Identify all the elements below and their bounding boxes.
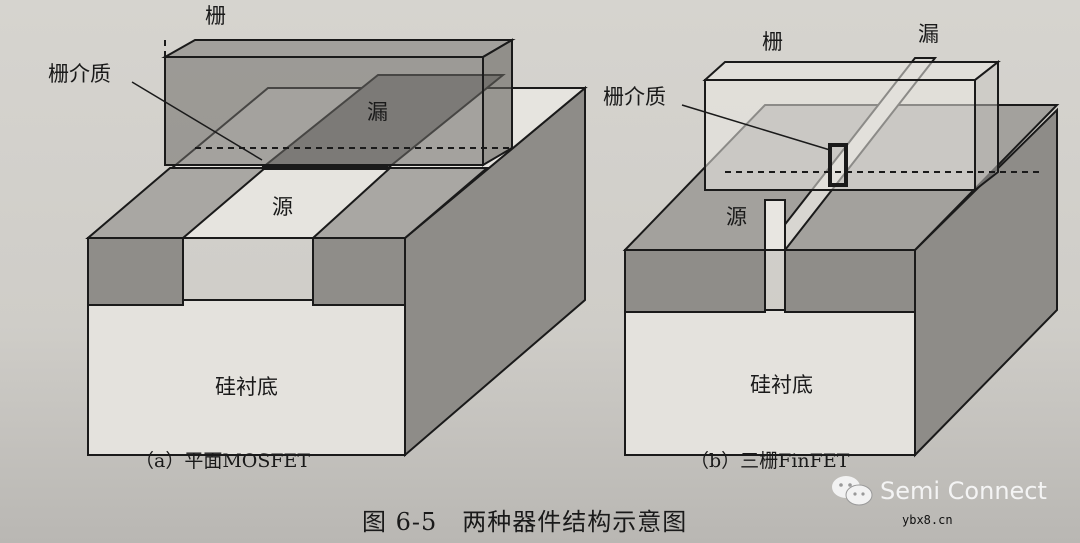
mosfet-device — [85, 38, 588, 458]
finfet-gate-front — [704, 79, 976, 191]
finfet-gate-side — [974, 59, 999, 193]
mosfet-gate-side — [482, 38, 513, 167]
watermark: Semi Connect — [830, 474, 1047, 508]
finfet-dielectric-pointer — [681, 104, 831, 151]
mosfet-gate-label: 栅 — [205, 4, 226, 28]
watermark-brand: Semi Connect — [880, 477, 1047, 505]
mosfet-gate-top — [161, 39, 516, 58]
mosfet-source-label: 源 — [272, 195, 293, 219]
mosfet-dielectric-pointer — [131, 81, 263, 161]
mosfet-caption: （a）平面MOSFET — [135, 450, 311, 472]
finfet-gate-dielectric-label: 栅介质 — [603, 85, 666, 109]
mosfet-gate-dielectric-label: 栅介质 — [48, 62, 111, 86]
finfet-device — [622, 57, 1060, 458]
finfet-oxide-front-right — [784, 249, 916, 313]
mosfet-source-slab-left — [87, 237, 184, 306]
finfet-gate-label: 栅 — [762, 30, 783, 54]
finfet-gate-top — [702, 61, 1001, 81]
wechat-icon — [832, 476, 873, 506]
mosfet-source-top-right — [310, 167, 490, 239]
finfet-drain-label: 漏 — [918, 22, 939, 46]
mosfet-substrate-label: 硅衬底 — [215, 375, 278, 399]
mosfet-drain-label: 漏 — [367, 100, 388, 124]
figure-caption: 图 6-5 两种器件结构示意图 — [362, 508, 688, 536]
finfet-fin-front — [764, 199, 786, 251]
finfet-oxide-front — [624, 249, 766, 313]
finfet-source-label: 源 — [726, 205, 747, 229]
finfet-substrate-label: 硅衬底 — [750, 373, 813, 397]
watermark-url: ybx8.cn — [902, 513, 953, 527]
finfet-substrate-right — [914, 107, 1058, 458]
mosfet-source-slab-right — [312, 237, 406, 306]
mosfet-gate-front — [164, 56, 484, 166]
finfet-gate-dielectric — [828, 143, 848, 187]
finfet-caption: （b）三栅FinFET — [690, 450, 850, 472]
